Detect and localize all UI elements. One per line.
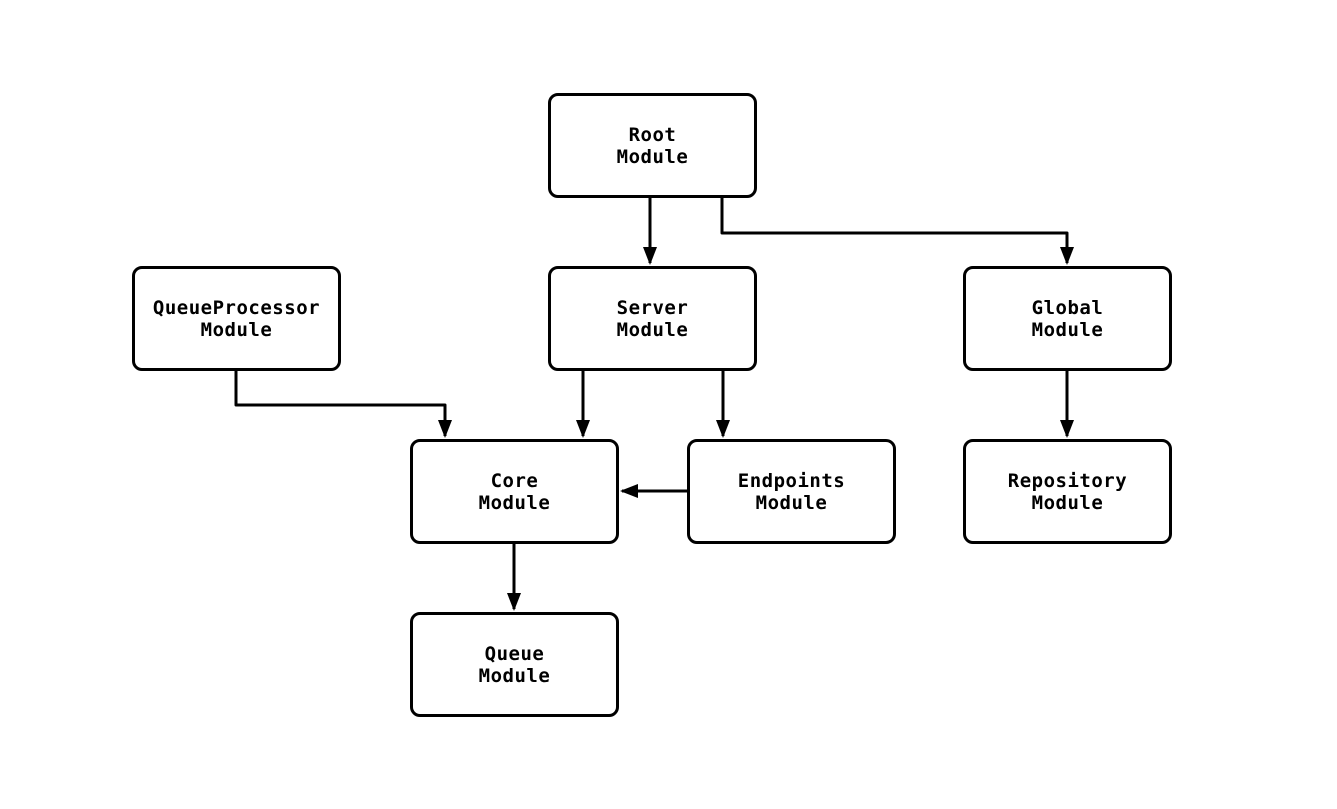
node-endpoints-label-line-2: Module bbox=[755, 491, 828, 514]
node-server-label-line-2: Module bbox=[616, 318, 689, 341]
node-repository-label-line-2: Module bbox=[1031, 491, 1104, 514]
node-core-label-line-2: Module bbox=[478, 491, 551, 514]
node-queueprocessor-label-line-2: Module bbox=[200, 318, 273, 341]
edge-root-to-global bbox=[720, 198, 1074, 265]
node-core-label-line-1: Core bbox=[490, 469, 539, 492]
node-queue-label-line-2: Module bbox=[478, 664, 551, 687]
node-queue-label-line-1: Queue bbox=[484, 642, 545, 665]
node-repository-label-line-1: Repository bbox=[1007, 469, 1128, 492]
node-queueprocessor-label-line-1: QueueProcessor bbox=[152, 296, 321, 319]
node-root-label-line-1: Root bbox=[628, 123, 677, 146]
node-endpoints-label-line-1: Endpoints bbox=[737, 469, 846, 492]
node-server-label-line-1: Server bbox=[616, 296, 689, 319]
node-global-label-line-2: Module bbox=[1031, 318, 1104, 341]
node-global-label-line-1: Global bbox=[1031, 296, 1104, 319]
node-root-label-line-2: Module bbox=[616, 145, 689, 168]
edge-queueprocessor-to-core bbox=[234, 371, 452, 438]
